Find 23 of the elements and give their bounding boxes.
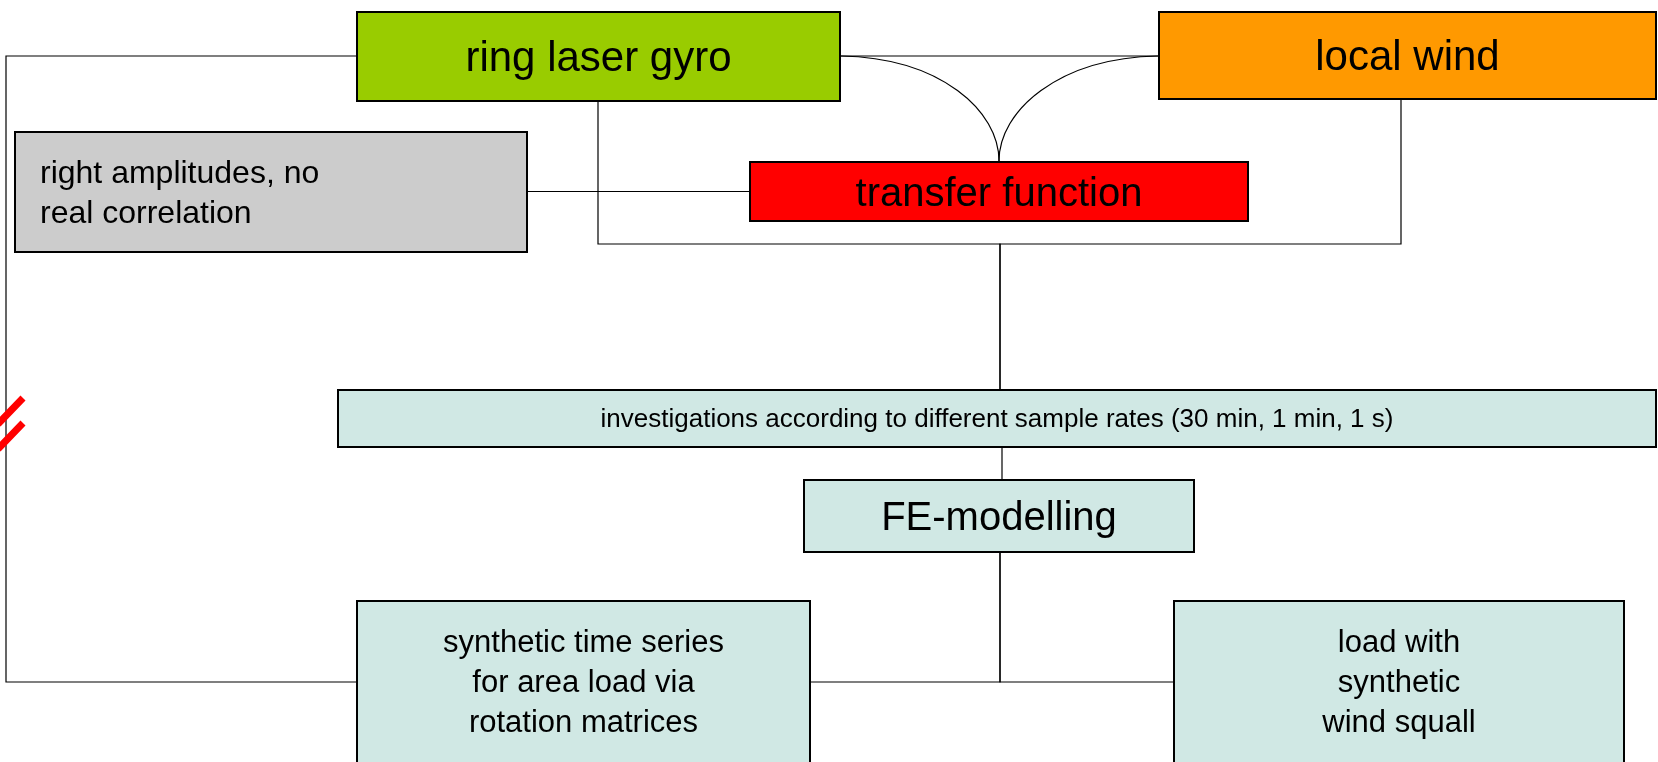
connector-line: [1001, 447, 1003, 480]
node-label: investigations according to different sample rates (30 min, 1 min, 1 s): [600, 402, 1394, 435]
connector-line: [999, 99, 1402, 390]
process-box: [749, 161, 1249, 222]
node-label: synthetic time series for area load via rotation matrices: [442, 622, 725, 742]
node-label: right amplitudes, no real correlation: [40, 153, 321, 232]
process-box: [803, 479, 1195, 553]
connector-line: [5, 55, 357, 683]
connector-line: [527, 190, 750, 193]
process-box: [1173, 600, 1625, 762]
node-label: local wind: [1315, 31, 1500, 81]
note-box: [14, 131, 528, 253]
node-label: load with synthetic wind squall: [1321, 622, 1477, 742]
connector-line: [840, 55, 1000, 162]
process-box: [356, 11, 841, 102]
node-label: FE-modelling: [881, 493, 1117, 540]
process-box: [1158, 11, 1657, 100]
process-box: [337, 389, 1657, 448]
node-label: transfer function: [855, 168, 1143, 216]
connector-line: [998, 55, 1159, 162]
node-label: ring laser gyro: [465, 32, 732, 82]
process-box: [356, 600, 811, 762]
connector-line: [999, 552, 1174, 683]
